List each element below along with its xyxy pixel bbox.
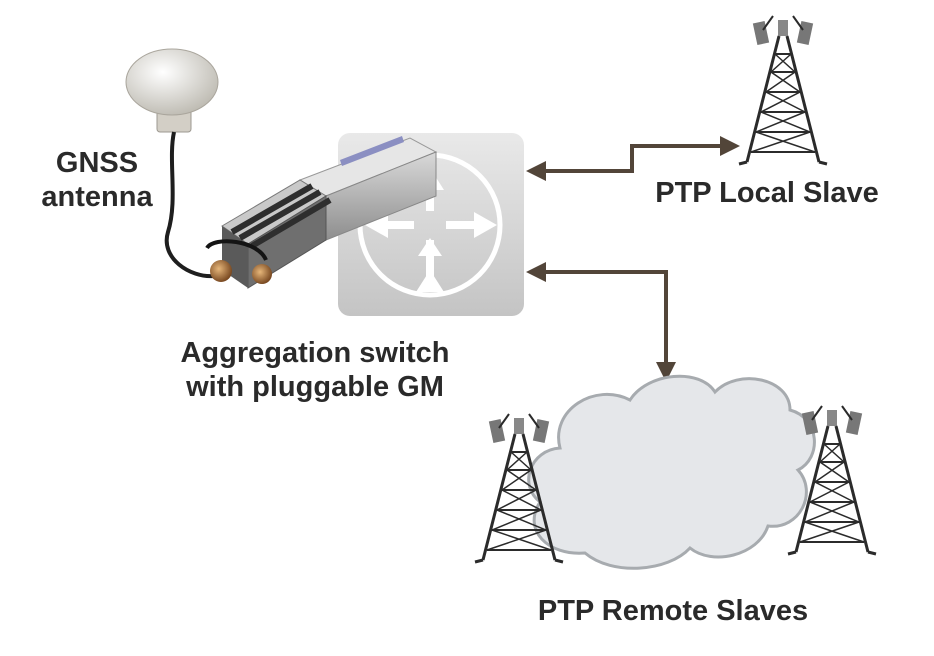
remote-slaves-label: PTP Remote Slaves <box>537 595 809 627</box>
local-slave-label: PTP Local Slave <box>655 177 879 209</box>
remote-slave-tower-right-icon <box>787 405 877 556</box>
switch-label-line1: Aggregation switch <box>180 337 450 369</box>
sfp-grandmaster-icon <box>205 136 438 289</box>
gnss-antenna-label: GNSS antenna <box>26 146 168 214</box>
network-cloud-icon <box>527 374 816 570</box>
arrow-to-remote-slaves <box>526 262 676 382</box>
switch-label-line2: with pluggable GM <box>186 371 444 403</box>
remote-slave-tower-left-icon <box>474 413 564 564</box>
gnss-antenna-icon <box>125 48 219 279</box>
local-slave-tower-icon <box>738 15 828 166</box>
arrow-to-local-slave <box>526 136 740 181</box>
aggregation-switch-label: Aggregation switch with pluggable GM <box>150 336 480 404</box>
gnss-label-line1: GNSS <box>55 147 139 179</box>
gnss-label-line2: antenna <box>41 181 153 213</box>
